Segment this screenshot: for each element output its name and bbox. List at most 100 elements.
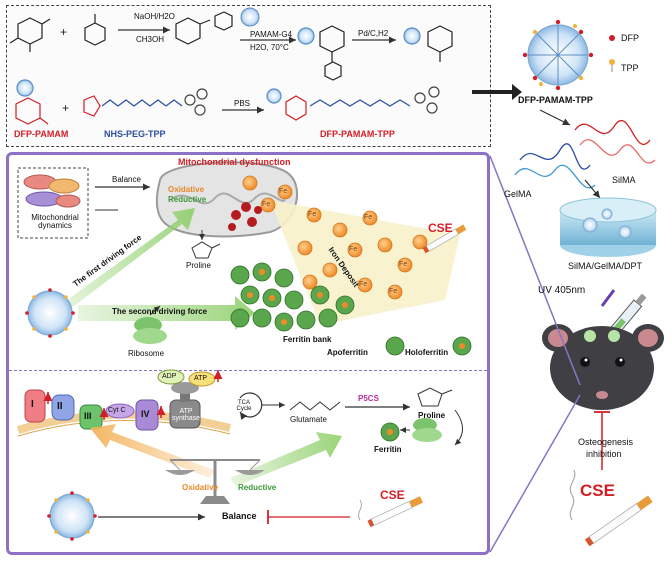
nanoparticle-lower <box>47 491 97 541</box>
silma-strand <box>574 119 656 164</box>
nanoparticle-dfp-pamam-tpp <box>522 19 594 91</box>
fe-label: Fe <box>359 281 368 288</box>
molecule-intermediate <box>297 25 345 81</box>
pamam-icon-small <box>240 7 260 27</box>
svg-text:+: + <box>60 25 67 39</box>
ribosome-label: Ribosome <box>128 349 165 358</box>
mouse-illustration <box>542 289 664 410</box>
fe-label: Fe <box>279 188 288 195</box>
balance-scale <box>165 459 265 504</box>
callout-line-top <box>489 155 581 386</box>
ferritin-label-lower: Ferritin <box>374 445 402 454</box>
ferritin-icon-lower <box>380 422 400 442</box>
cyt-c-label: Cyt C <box>108 407 126 414</box>
second-driving-force-arrow <box>78 296 255 330</box>
molecule-dfp-pamam <box>15 79 49 125</box>
fe-label: Fe <box>308 211 317 218</box>
second-driving-force-label: The second driving force <box>112 307 208 316</box>
fe-label: Fe <box>399 261 408 268</box>
reagent-pbs: PBS <box>234 99 251 108</box>
hydrogel-disc <box>559 197 657 257</box>
ferritin-bank <box>230 262 355 332</box>
section-divider <box>9 370 487 371</box>
reagent-pdc: Pd/C,H2 <box>358 29 389 38</box>
atp-label: ATP <box>194 375 208 382</box>
legend-dfp-marker <box>609 35 615 41</box>
cigarette-icon-lower <box>367 496 424 528</box>
osteogenesis-label-2: inhibition <box>586 449 622 459</box>
cse-label-lower: CSE <box>380 488 405 502</box>
tca-cycle-icon <box>239 392 263 420</box>
complex-ii-label: II <box>57 401 63 412</box>
fe-label: Fe <box>349 246 358 253</box>
label-dfp-pamam: DFP-PAMAM <box>14 129 69 139</box>
proline-structure-lower <box>417 387 453 407</box>
reductive-label-upper: Reductive <box>168 195 207 204</box>
adp-bubble <box>157 369 185 385</box>
tca-cycle-label: TCA Cycle <box>236 400 252 412</box>
complex-iv-label: IV <box>141 409 150 419</box>
balance-label-lower: Balance <box>222 511 257 521</box>
gelma-label: GelMA <box>504 189 532 199</box>
molecule-nhs-peg-tpp <box>83 88 208 117</box>
fe-label: Fe <box>364 214 373 221</box>
molecule-benzyl-maltol <box>175 11 233 45</box>
reductive-label-lower: Reductive <box>238 483 277 492</box>
cse-label-right: CSE <box>580 481 615 500</box>
arrow-to-nanoparticle <box>472 84 522 100</box>
fe-ions <box>242 175 428 300</box>
reagent-conditions: H2O, 70°C <box>250 43 289 52</box>
molecule-benzyl-chloride <box>84 14 106 46</box>
complex-i <box>24 389 46 423</box>
atp-synthase <box>169 382 201 429</box>
reagent-pamam: PAMAM-G4 <box>250 30 293 39</box>
holoferritin-icon <box>452 336 472 356</box>
label-dfp-pamam-tpp: DFP-PAMAM-TPP <box>320 129 395 139</box>
balance-label-upper: Balance <box>112 175 141 184</box>
complex-iv <box>135 399 159 431</box>
svg-text:+: + <box>62 101 69 115</box>
atp-synthase-label: ATP synthase <box>172 408 201 422</box>
apoferritin-label: Apoferritin <box>327 348 368 357</box>
cigarette-icon-mid <box>422 224 467 254</box>
silma-label: SilMA <box>612 175 636 185</box>
first-driving-force-arrow <box>60 208 195 312</box>
atp-bubble <box>188 371 216 387</box>
complex-iii-label: III <box>84 411 92 421</box>
apoferritin-icon <box>385 336 405 356</box>
fe-label: Fe <box>262 201 271 208</box>
callout-line-bottom <box>489 394 581 553</box>
oxidative-arrow <box>90 424 214 478</box>
glutamate-label: Glutamate <box>290 415 327 424</box>
nanoparticle-mid <box>25 288 75 338</box>
mito-dynamics-label: Mitochondrial dynamics <box>31 213 79 230</box>
proline-structure <box>191 241 221 259</box>
glutamate-structure <box>289 401 341 411</box>
ferritin-bank-label: Ferritin bank <box>283 335 332 344</box>
gelma-strand <box>514 143 596 189</box>
ribosome-icon-lower <box>412 418 442 442</box>
oxidative-label-lower: Oxidative <box>182 483 219 492</box>
ribosome-icon <box>133 317 167 344</box>
cse-label-mid: CSE <box>428 221 453 235</box>
uv-label: UV 405nm <box>538 285 586 296</box>
increase-arrows-complexes <box>43 370 223 420</box>
molecule-dfp-pamam-tpp <box>266 86 440 121</box>
reagent-naoh: NaOH/H2O <box>134 12 175 21</box>
oxidative-label-upper: Oxidative <box>168 185 205 194</box>
adp-label: ADP <box>162 373 177 380</box>
hydrogel-label: SilMA/GelMA/DPT <box>568 261 643 271</box>
label-nhs-peg-tpp: NHS-PEG-TPP <box>104 129 166 139</box>
complex-i-label: I <box>31 399 34 410</box>
reagent-methanol: CH3OH <box>136 35 165 44</box>
legend-dfp-label: DFP <box>621 33 639 43</box>
proline-label-lower: Proline <box>418 411 446 420</box>
legend-tpp-label: TPP <box>621 63 639 73</box>
proline-label-upper: Proline <box>186 261 211 270</box>
ros-molecules <box>228 202 262 231</box>
mitochondrion-large <box>155 161 299 238</box>
complex-ii <box>51 394 75 421</box>
cigarette-icon-right <box>584 495 653 547</box>
